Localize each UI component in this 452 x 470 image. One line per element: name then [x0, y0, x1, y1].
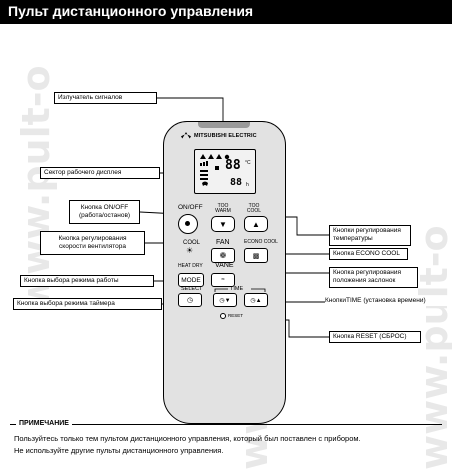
time-down-button[interactable]: ◷▼	[213, 293, 237, 307]
callout-econo-cool-text: Кнопка ECONO COOL	[333, 250, 400, 257]
callout-reset-text: Кнопка RESET (СБРОС)	[333, 333, 407, 340]
note-box: ПРИМЕЧАНИЕ Пользуйтесь только тем пульто…	[10, 420, 442, 460]
callout-temperature: Кнопки регулирования температуры	[329, 225, 411, 246]
clock-icon: ◷	[186, 297, 194, 304]
fan-icon: ❁	[219, 251, 227, 260]
callout-on-off-line1: Кнопка ON/OFF	[80, 204, 129, 211]
time-up-button[interactable]: ◷▲	[244, 293, 268, 307]
select-timer-button[interactable]: ◷	[178, 293, 202, 307]
callout-vane-line2: положения заслонок	[333, 277, 396, 284]
too-warm-label: TOO WARM	[215, 203, 231, 214]
callout-time-text: КнопкиTIME (установка времени)	[325, 297, 426, 304]
temp-down-button[interactable]: ▼	[211, 216, 235, 232]
select-label: SELECT	[181, 286, 203, 292]
callout-reset: Кнопка RESET (СБРОС)	[329, 331, 421, 343]
callout-mode: Кнопка выбора режима работы	[20, 275, 154, 287]
lcd-display: 88 °C 88 h	[194, 149, 256, 194]
vane-label: VANE	[215, 262, 234, 269]
callout-emitter: Излучатель сигналов	[54, 92, 157, 104]
mode-button-label: MODE	[181, 276, 201, 284]
note-line-2: Не используйте другие пульты дистанционн…	[14, 446, 224, 455]
note-line-1: Пользуйтесь только тем пультом дистанцио…	[14, 434, 361, 443]
on-off-button[interactable]	[178, 214, 198, 234]
callout-vane-line1: Кнопка регулирования	[333, 269, 402, 276]
callout-fan-speed-line1: Кнопка регулирования	[58, 235, 127, 242]
callout-emitter-text: Излучатель сигналов	[58, 94, 123, 101]
reset-label: RESET	[228, 313, 244, 318]
callout-mode-text: Кнопка выбора режима работы	[24, 277, 119, 284]
fan-button[interactable]: ❁	[211, 248, 235, 263]
callout-time: КнопкиTIME (установка времени)	[325, 296, 447, 306]
econo-cool-label: ECONO COOL	[244, 239, 278, 245]
mode-button[interactable]: MODE	[178, 273, 204, 287]
temp-up-button[interactable]: ▲	[244, 216, 268, 232]
callout-timer-mode-text: Кнопка выбора режима таймера	[17, 300, 115, 307]
cool-label: COOL	[183, 240, 201, 246]
remote-control: MITSUBISHI ELECTRIC 88 °C 88 h ON/OFF	[163, 121, 286, 424]
lcd-hours: h	[246, 182, 249, 188]
vane-button[interactable]: ≈	[211, 273, 235, 287]
reset-button[interactable]	[220, 313, 226, 319]
econo-cool-button[interactable]: ▩	[244, 248, 268, 263]
lcd-icons	[200, 154, 230, 186]
note-title: ПРИМЕЧАНИЕ	[16, 420, 72, 427]
lcd-temperature: 88	[225, 158, 241, 173]
signal-emitter	[198, 122, 250, 128]
on-off-label: ON/OFF	[178, 204, 203, 211]
callout-vane: Кнопка регулирования положения заслонок	[329, 267, 418, 288]
time-up-icon: ◷▲	[250, 297, 262, 304]
page-title: Пульт дистанционного управления	[8, 3, 254, 19]
vane-icon: ≈	[221, 277, 225, 283]
callout-temperature-line2: температуры	[333, 235, 373, 242]
callout-fan-speed-line2: скорости вентилятора	[59, 243, 126, 250]
triangle-down-icon: ▼	[219, 219, 227, 229]
brand-label: MITSUBISHI ELECTRIC	[194, 133, 257, 139]
heat-dry-label: HEAT DRY	[178, 263, 203, 269]
callout-on-off-line2: (работа/останов)	[78, 212, 131, 219]
too-cool-label: TOO COOL	[246, 203, 262, 214]
lcd-clock: 88	[230, 177, 243, 188]
callout-temperature-line1: Кнопки регулирования	[333, 227, 401, 234]
time-bracket	[214, 288, 266, 292]
line-emitter	[156, 97, 224, 121]
time-down-icon: ◷▼	[219, 297, 231, 304]
sun-icon: ☀	[186, 246, 194, 255]
callout-fan-speed: Кнопка регулирования скорости вентилятор…	[40, 231, 145, 255]
lcd-temperature-unit: °C	[245, 160, 251, 166]
callout-econo-cool: Кнопка ECONO COOL	[329, 248, 408, 260]
econo-cool-icon: ▩	[252, 252, 260, 260]
time-label: TIME	[230, 286, 244, 292]
callout-display-text: Сектор рабочего дисплея	[44, 169, 122, 176]
fan-label: FAN	[216, 239, 230, 246]
callout-display: Сектор рабочего дисплея	[40, 167, 160, 179]
header-bar: Пульт дистанционного управления	[0, 0, 452, 24]
triangle-up-icon: ▲	[252, 219, 260, 229]
mitsubishi-logo-icon	[181, 132, 191, 139]
callout-timer-mode: Кнопка выбора режима таймера	[13, 298, 162, 310]
callout-on-off: Кнопка ON/OFF (работа/останов)	[69, 200, 140, 224]
